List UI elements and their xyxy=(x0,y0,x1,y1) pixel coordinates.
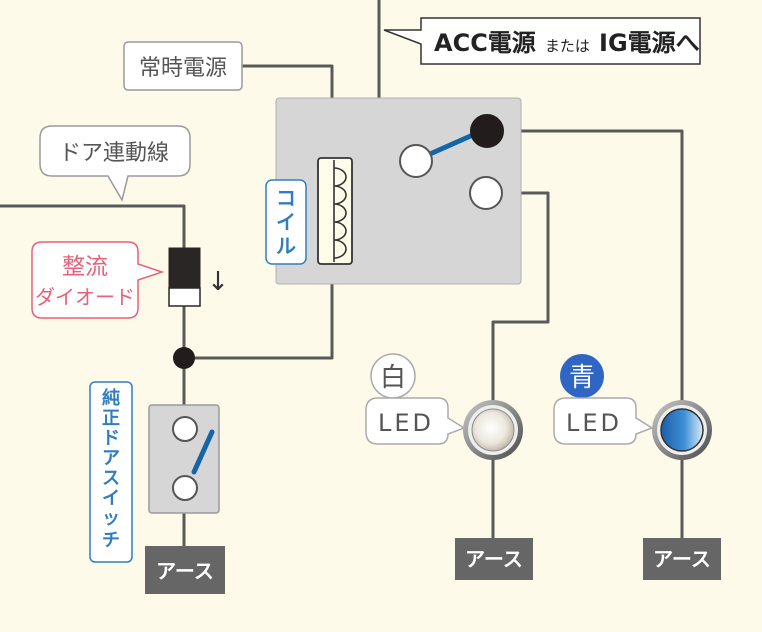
door-switch-char-6: イ xyxy=(102,488,120,509)
acc-callout: ACC電源 または IG電源へ xyxy=(383,17,701,65)
white-led-lens xyxy=(471,408,515,452)
diode-label-line2: ダイオード xyxy=(35,285,135,309)
diode-arrow: ↓ xyxy=(207,267,229,297)
ground-label-blue: アース xyxy=(653,547,711,571)
coil-body xyxy=(317,157,353,265)
svg-text:ACC電源 または IG電源へ: ACC電源 または IG電源へ xyxy=(434,29,700,57)
ground-box-blue xyxy=(643,538,721,580)
white-led-badge-text: 白 xyxy=(380,363,406,393)
door-switch-terminal-top xyxy=(172,416,198,442)
relay-terminal-acc xyxy=(399,144,433,178)
white-led-label: LED xyxy=(378,409,434,437)
door-switch-char-7: ッ xyxy=(102,508,120,529)
diode-label-line1: 整流 xyxy=(62,254,108,280)
door-switch-terminal-bottom xyxy=(172,475,198,501)
door-switch-char-5: ス xyxy=(102,468,120,489)
ground-box-white xyxy=(455,538,533,580)
relay-terminal-common xyxy=(470,114,504,148)
junction-dot xyxy=(173,347,195,369)
diode-body-dark xyxy=(168,247,201,289)
ground-label-switch: アース xyxy=(156,559,214,583)
coil-char-1: コ xyxy=(276,186,296,210)
diode-callout xyxy=(31,241,165,319)
coil-char-3: ル xyxy=(276,234,296,258)
coil-label-box xyxy=(265,179,307,265)
wire-door-line xyxy=(0,204,186,248)
blue-led-callout xyxy=(553,397,654,445)
relay-switch-arm xyxy=(427,131,478,157)
wire-coil-to-junction xyxy=(184,264,334,360)
wire-relay-common-to-blue xyxy=(500,129,684,405)
door-switch-box xyxy=(148,404,220,514)
door-switch-char-3: ド xyxy=(102,428,120,449)
constant-power-label-box xyxy=(123,41,243,91)
coil-char-2: イ xyxy=(276,210,296,234)
relay-terminal-nc xyxy=(469,176,503,210)
door-switch-char-1: 純 xyxy=(102,387,120,409)
white-led-callout xyxy=(365,397,466,445)
acc-end-text: IG電源へ xyxy=(599,29,700,57)
door-switch-char-4: ア xyxy=(102,448,120,469)
constant-power-label: 常時電源 xyxy=(139,56,227,81)
diode-body-band xyxy=(168,287,201,307)
ground-box-switch xyxy=(145,546,225,594)
blue-led-badge xyxy=(560,354,604,398)
door-wire-callout xyxy=(39,125,191,202)
door-switch-label-box xyxy=(89,381,133,563)
blue-led-badge-text: 青 xyxy=(569,363,595,393)
coil-loops xyxy=(333,160,347,262)
door-wire-label: ドア連動線 xyxy=(59,141,169,166)
acc-small-text: または xyxy=(545,37,590,55)
door-switch-arm xyxy=(191,429,215,475)
blue-led-lens xyxy=(660,408,704,452)
wire-relay-nc-to-white xyxy=(491,191,550,405)
door-switch-char-8: チ xyxy=(102,530,120,551)
blue-led-label: LED xyxy=(566,409,622,437)
acc-main-text: ACC電源 xyxy=(434,29,536,57)
door-switch-char-2: 正 xyxy=(102,408,120,429)
ground-label-white: アース xyxy=(465,547,523,571)
